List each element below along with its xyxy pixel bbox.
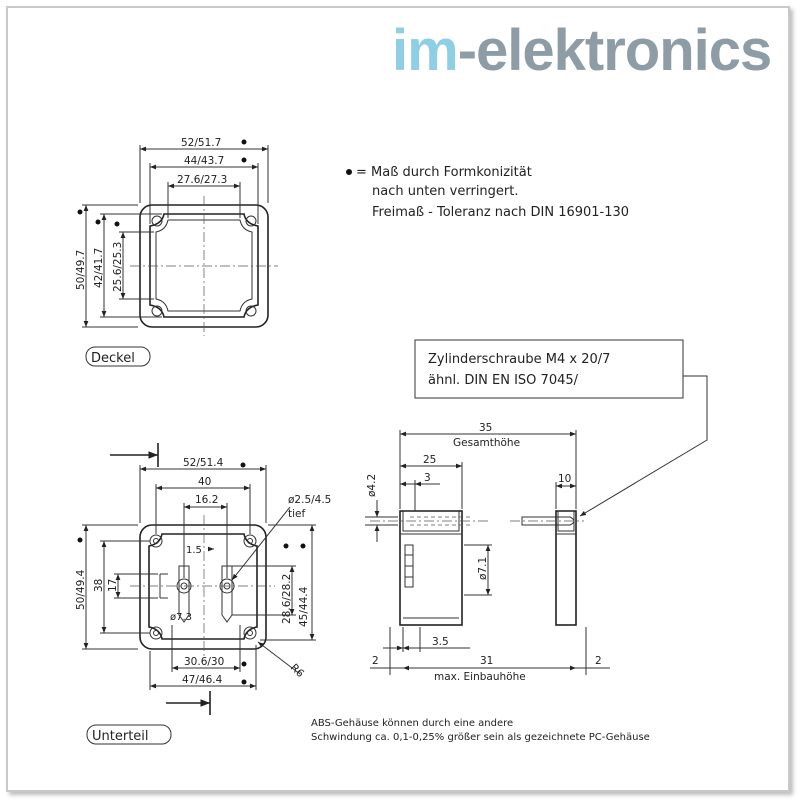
side-section-view: 35 Gesamthöhe 25 3 ø4.2 ø7.1 3.5 [365,422,610,683]
unterteil-width-bottom-1: 30.6/30 [184,656,224,668]
deckel-label: Deckel [91,351,135,366]
deckel-inner-outline [149,213,259,318]
unterteil-height-right-1: 28.6/28.2 [281,574,293,624]
deckel-width-inner: 27.6/27.3 [177,174,227,186]
side-diameter-4-2: ø4.2 [366,474,378,497]
drawing-frame [6,6,790,792]
deckel-view: 52/51.7 44/43.7 27.6/27.3 50/49.7 42/41.… [75,137,278,367]
dome-diameter: ø7.3 [170,612,192,623]
unterteil-screw-hole-tl [149,534,163,548]
unterteil-inner-outline [148,533,258,640]
side-bottom-label: max. Einbauhöhe [434,671,526,683]
unterteil-offset-1-5: 1.5 [186,545,202,556]
note-line-3: Freimaß - Toleranz nach DIN 16901-130 [372,205,629,220]
side-dim-31: 31 [480,655,493,667]
side-total-height-label: Gesamthöhe [453,437,520,449]
footer-notes: ABS-Gehäuse können durch eine andere Sch… [311,718,650,743]
note-line-2: nach unten verringert. [372,184,519,199]
unterteil-height-right-2: 45/44.4 [298,586,310,627]
side-dim-25: 25 [423,454,436,466]
side-dim-left-2: 2 [372,655,379,667]
footer-line-1: ABS-Gehäuse können durch eine andere [311,718,513,729]
unterteil-height-38: 38 [93,579,105,592]
legend-notes: = Maß durch Formkonizität nach unten ver… [346,165,629,220]
side-body-outline [399,510,463,626]
side-dim-3-5: 3.5 [432,636,449,648]
hole-diameter: ø2.5/4.5 [288,494,331,506]
deckel-height-outer: 50/49.7 [75,250,87,290]
side-diameter-7-1: ø7.1 [477,557,489,580]
unterteil-label-box [86,724,172,745]
deckel-inner-rim [155,219,253,312]
deckel-screw-hole-bl [151,305,163,317]
mounting-dome-right [221,565,233,623]
unterteil-width-40: 40 [198,476,211,488]
deckel-screw-hole-br [245,305,257,317]
side-dim-10: 10 [558,473,571,485]
unterteil-width-16: 16.2 [195,494,218,506]
callout-line-2: ähnl. DIN EN ISO 7045/ [428,373,579,388]
unterteil-screw-hole-tr [243,534,257,548]
deckel-screw-hole-tr [245,215,257,227]
callout-line-1: Zylinderschraube M4 x 20/7 [428,352,610,367]
deckel-width-mid: 44/43.7 [184,155,224,167]
unterteil-height-17: 17 [107,579,119,592]
logo-part-elektronics: -elektronics [457,18,773,83]
unterteil-height-outer: 50/49.4 [75,569,87,610]
callout-box [414,339,684,399]
cylinder-screw [521,516,575,526]
unterteil-label: Unterteil [92,729,149,744]
side-dim-right-2: 2 [595,655,602,667]
side-total-height: 35 [479,422,492,434]
deckel-label-box [85,346,151,367]
unterteil-view: 52/51.4 40 16.2 1.5 ø2.5/4.5 tief ø7.3 5… [75,443,331,745]
tolerance-dot-icon [346,169,352,175]
corner-radius: R6 [288,662,307,681]
brand-logo: im-elektronics [392,18,773,84]
deckel-height-inner: 25.6/25.3 [112,242,124,292]
unterteil-width-bottom-2: 47/46.4 [182,674,223,686]
screw-callout: Zylinderschraube M4 x 20/7 ähnl. DIN EN … [414,339,708,517]
side-wall-section [555,510,577,626]
deckel-width-outer: 52/51.7 [181,137,221,149]
deckel-screw-hole-tl [151,215,163,227]
unterteil-screw-hole-br [243,626,257,640]
mounting-dome-left [178,565,190,623]
footer-line-2: Schwindung ca. 0,1-0,25% größer sein als… [311,732,650,743]
logo-part-im: im [392,18,459,83]
deckel-height-mid: 42/41.7 [93,248,105,288]
side-dim-3: 3 [424,472,431,484]
unterteil-outline [139,524,267,650]
unterteil-width-outer: 52/51.4 [183,457,224,469]
hole-depth: tief [288,508,305,520]
note-line-1: = Maß durch Formkonizität [356,165,532,180]
